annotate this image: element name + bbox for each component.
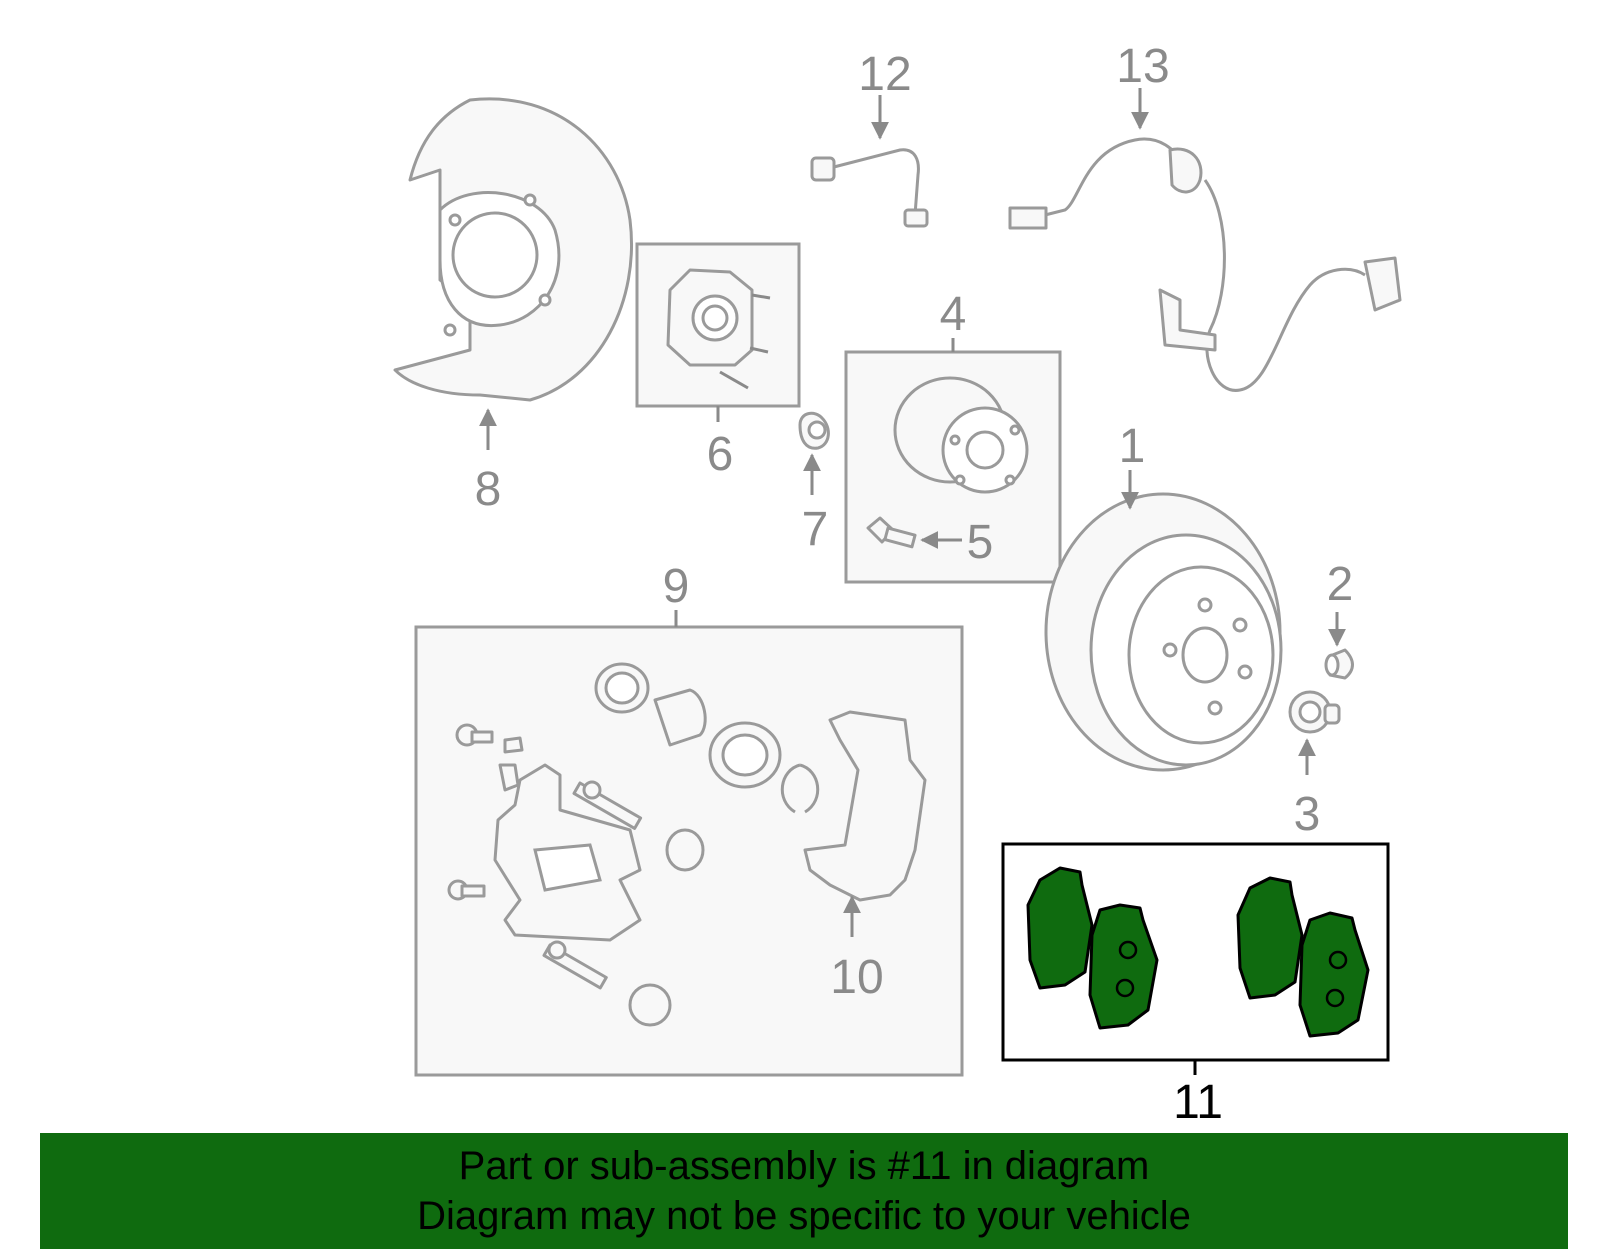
disc-rotor-part-1[interactable] [1044, 492, 1283, 772]
caliper-assembly-part-9[interactable] [447, 662, 820, 1027]
callout-12: 12 [858, 48, 911, 101]
hub-bearing-part-4[interactable] [893, 376, 1029, 494]
callout-7: 7 [802, 503, 829, 556]
callout-1: 1 [1119, 420, 1146, 473]
callout-4: 4 [940, 288, 967, 341]
abs-sensor-part-13[interactable] [1008, 137, 1402, 392]
callout-8: 8 [475, 463, 502, 516]
callout-9: 9 [663, 560, 690, 613]
banner-line-1: Part or sub-assembly is #11 in diagram [458, 1144, 1150, 1188]
brake-pads-part-11[interactable] [1026, 866, 1370, 1038]
dust-shield-part-8[interactable] [393, 97, 633, 402]
callout-6: 6 [707, 428, 734, 481]
nut-part-7[interactable] [798, 411, 830, 450]
plug-part-2[interactable] [1324, 648, 1354, 680]
info-banner: Part or sub-assembly is #11 in diagram D… [40, 1133, 1568, 1249]
caliper-bracket-part-10[interactable] [803, 710, 927, 902]
callout-2: 2 [1327, 558, 1354, 611]
bolt-part-5[interactable] [866, 516, 917, 549]
callout-5: 5 [967, 516, 994, 569]
brake-hose-part-12[interactable] [810, 148, 929, 228]
callout-11: 11 [1173, 1076, 1223, 1129]
axle-carrier-part-6[interactable] [666, 268, 771, 390]
callout-10: 10 [830, 951, 883, 1004]
hub-nut-part-3[interactable] [1288, 690, 1341, 734]
banner-line-2: Diagram may not be specific to your vehi… [417, 1194, 1191, 1238]
callout-3: 3 [1294, 788, 1321, 841]
callout-13: 13 [1116, 40, 1169, 93]
